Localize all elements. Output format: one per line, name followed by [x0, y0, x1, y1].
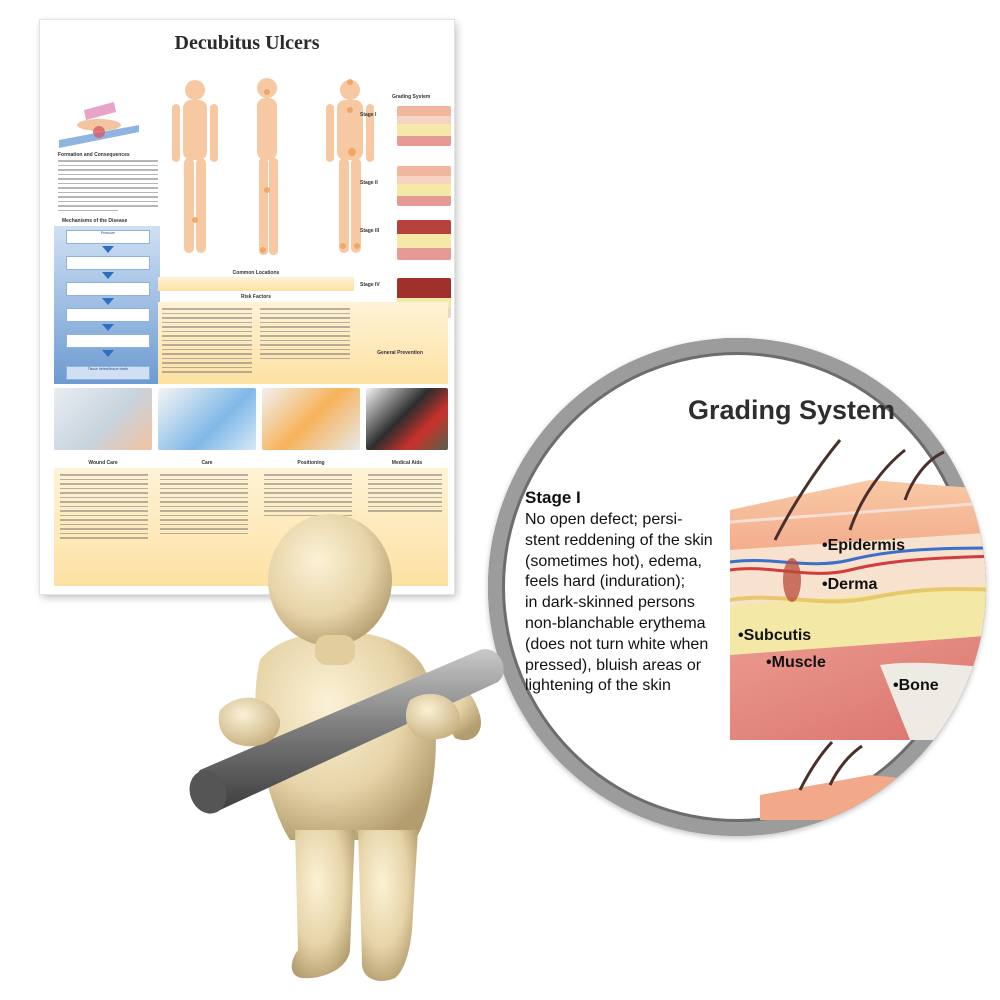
stage-2-partial-illustration: [760, 740, 920, 820]
positioning-heading: Positioning: [297, 460, 325, 466]
mechanisms-heading: Mechanisms of the Disease: [62, 218, 128, 224]
bone-label: Bone: [893, 677, 939, 695]
common-locations-panel: [158, 277, 354, 291]
grading-system-title: Grading System: [688, 395, 896, 425]
pressure-illustration: [59, 102, 139, 148]
flow-arrow: [102, 298, 114, 305]
magnifier-handle: [189, 649, 504, 814]
muscle-label: Muscle: [766, 654, 826, 672]
risk-factors-heading: Risk Factors: [240, 294, 271, 300]
stage-3-thumbnail: [397, 220, 451, 260]
wound-care-photo: [54, 388, 152, 450]
grading-heading: Grading System: [392, 94, 431, 100]
derma-label: Derma: [822, 576, 878, 594]
wound-care-heading: Wound Care: [88, 460, 118, 466]
poster: Decubitus Ulcers Formation and Consequen…: [40, 20, 454, 594]
stage-1-thumbnail: [397, 106, 451, 146]
flow-arrow: [102, 324, 114, 331]
care-heading: Care: [201, 460, 213, 466]
flow-step: [66, 334, 150, 348]
stage-1-heading: Stage I: [525, 488, 581, 507]
flow-step-final: Tissue defect/tissue death: [66, 366, 150, 380]
flow-arrow: [102, 272, 114, 279]
risk-factors-panel: [158, 302, 448, 384]
care-products-photo: [158, 388, 256, 450]
positioning-photo: [262, 388, 360, 450]
general-prevention-heading: General Prevention: [377, 350, 423, 356]
medical-aids-photo: [366, 388, 448, 450]
stage-2-thumbnail: [397, 166, 451, 206]
mechanisms-panel: Pressure Tissue defect/tissue death: [54, 226, 160, 384]
medical-aids-heading: Medical Aids: [391, 460, 423, 466]
flow-step: Pressure: [66, 230, 150, 244]
body-figures-illustration: [172, 78, 374, 255]
formation-heading: Formation and Consequences: [58, 152, 130, 158]
magnifying-glass-lens: Grading System Stage I No open defect; p…: [488, 338, 986, 836]
stage-1-label: Stage I: [360, 112, 377, 118]
formation-text: [58, 160, 158, 214]
stage-3-label: Stage III: [360, 228, 380, 234]
flow-arrow: [102, 246, 114, 253]
epidermis-label: Epidermis: [822, 537, 905, 555]
stage-1-description: No open defect; persi- stent reddening o…: [525, 511, 713, 695]
flow-arrow: [102, 350, 114, 357]
subcutis-label: Subcutis: [738, 627, 812, 645]
figure-hands: [218, 693, 460, 747]
stage-2-label: Stage II: [360, 180, 378, 186]
common-locations-heading: Common Locations: [232, 270, 280, 276]
flow-step: [66, 308, 150, 322]
flow-step: [66, 282, 150, 296]
bottom-panel: [54, 468, 448, 586]
flow-step: [66, 256, 150, 270]
poster-title: Decubitus Ulcers: [174, 32, 320, 54]
stage-4-label: Stage IV: [360, 282, 380, 288]
